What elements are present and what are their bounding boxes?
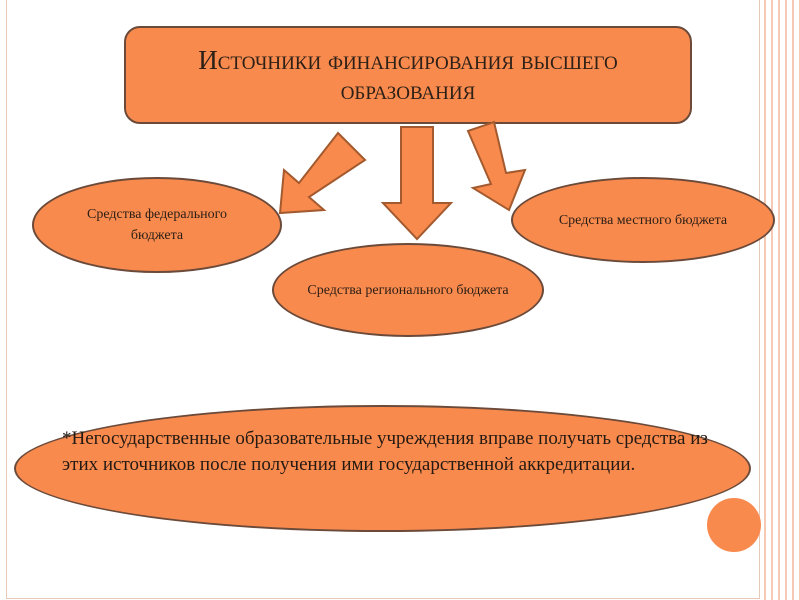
note-text: *Негосударственные образовательные учреж… bbox=[62, 428, 708, 475]
node-federal-label: Средства федерального бюджета bbox=[87, 207, 227, 243]
diagram-title: Источники финансирования высшего образов… bbox=[198, 45, 618, 105]
node-federal-budget: Средства федерального бюджета bbox=[32, 177, 282, 273]
note-ellipse bbox=[14, 405, 751, 532]
decorative-side-stripes bbox=[764, 0, 800, 600]
node-regional-budget: Средства регионального бюджета bbox=[272, 243, 544, 337]
node-local-budget: Средства местного бюджета bbox=[511, 177, 775, 263]
arrow-to-local bbox=[466, 120, 527, 212]
slide-frame bbox=[6, 0, 760, 599]
node-regional-label: Средства регионального бюджета bbox=[307, 282, 509, 298]
title-box: Источники финансирования высшего образов… bbox=[124, 26, 692, 124]
arrow-to-regional bbox=[380, 126, 454, 241]
node-local-label: Средства местного бюджета bbox=[558, 212, 728, 228]
arrow-to-federal bbox=[278, 131, 367, 215]
decorative-circle bbox=[707, 498, 761, 552]
